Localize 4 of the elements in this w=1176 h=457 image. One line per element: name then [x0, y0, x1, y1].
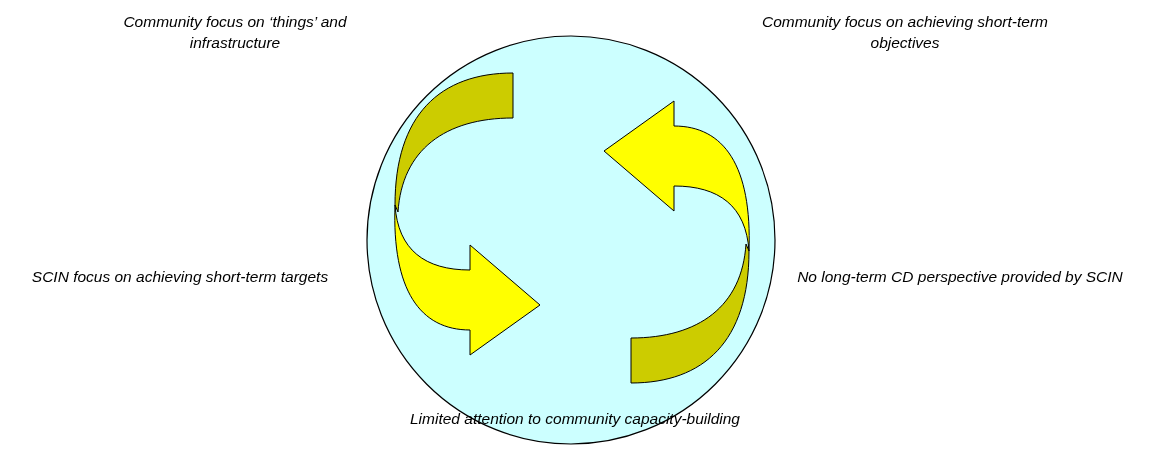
caption-text: SCIN focus on achieving short-term targets	[30, 267, 330, 287]
caption-text: Community focus on ‘things’ and infrastructure	[122, 12, 348, 53]
caption-text: Community focus on achieving short-term objectives	[761, 12, 1049, 53]
caption-text: No long-term CD perspective provided by SCIN	[796, 267, 1124, 287]
